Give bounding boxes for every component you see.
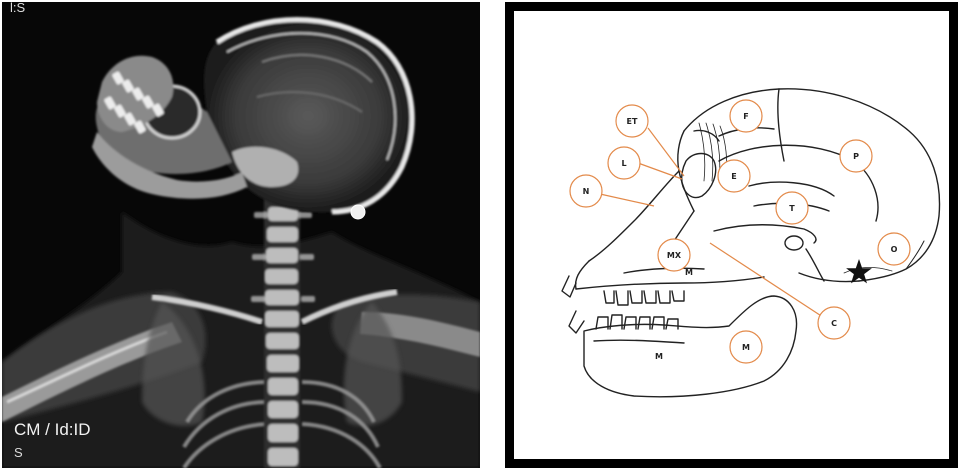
svg-text:M: M [742, 343, 750, 352]
svg-text:P: P [853, 152, 859, 161]
tag-c: C [818, 307, 850, 339]
tag-t: T [776, 192, 808, 224]
xray-image [2, 2, 480, 468]
tag-l: L [608, 147, 640, 179]
svg-text:MX: MX [667, 251, 682, 260]
diagram-canvas: ET F P L E [514, 11, 949, 459]
tag-n: N [570, 175, 602, 207]
xray-bottom-label: CM / Id:ID [14, 420, 91, 440]
tag-f: F [730, 100, 762, 132]
svg-text:E: E [731, 172, 736, 181]
svg-text:ET: ET [627, 117, 638, 126]
tag-o: O [878, 233, 910, 265]
tag-m: M [730, 331, 762, 363]
diagram-panel: ET F P L E [505, 2, 958, 468]
tag-e: E [718, 160, 750, 192]
svg-text:L: L [621, 159, 626, 168]
xray-panel: l:S CM / Id:ID S [2, 2, 480, 468]
svg-text:C: C [831, 319, 837, 328]
tag-p: P [840, 140, 872, 172]
skull-drawing: ET F P L E [514, 11, 949, 459]
tag-et: ET [616, 105, 648, 137]
m-lower-mark: M [655, 352, 663, 361]
m-upper-mark: M [685, 268, 693, 277]
xray-bottom-label-2: S [14, 446, 23, 460]
svg-text:N: N [583, 187, 590, 196]
tag-mx: MX [658, 239, 690, 271]
xray-top-label: l:S [10, 2, 25, 14]
svg-text:F: F [743, 112, 748, 121]
svg-text:T: T [789, 204, 795, 213]
svg-text:O: O [891, 245, 898, 254]
